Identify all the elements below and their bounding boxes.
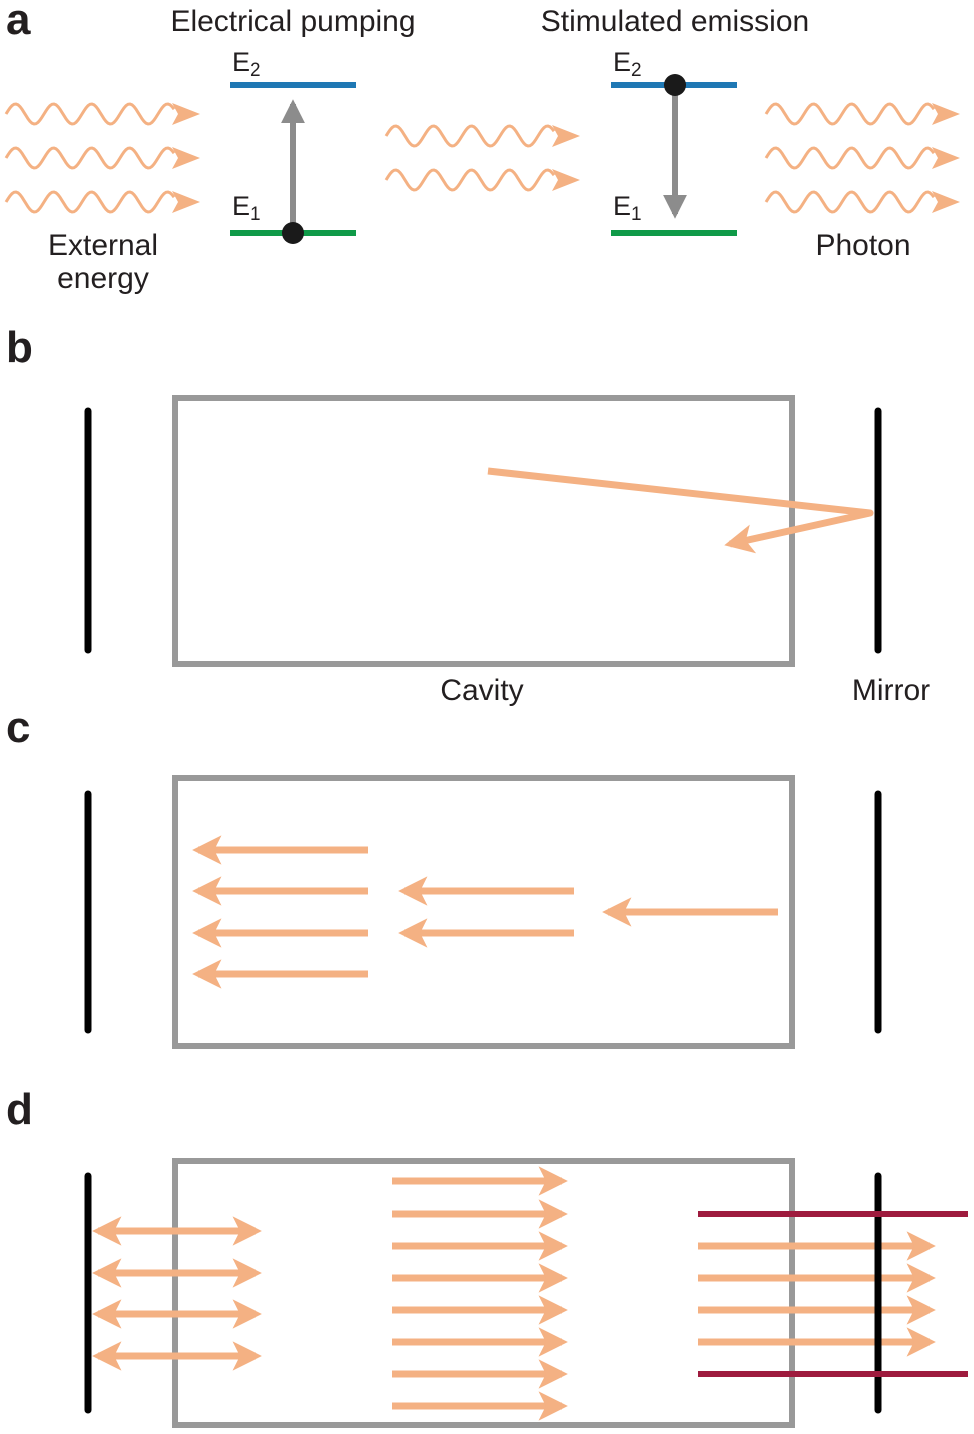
mirror-label: Mirror xyxy=(852,674,930,707)
lower-level-label-2: E1 xyxy=(613,191,642,225)
outgoing-photon-1 xyxy=(764,102,936,126)
panel-letter-d: d xyxy=(6,1085,33,1134)
reflected-photon-arrow xyxy=(487,467,874,554)
outgoing-photon-3 xyxy=(764,190,936,214)
incoming-photon-2 xyxy=(4,146,176,170)
pumping-level-diagram: E2 E1 xyxy=(230,47,356,244)
emission-level-diagram: E2 E1 xyxy=(611,47,737,236)
incoming-photon-2-head xyxy=(172,147,200,169)
outgoing-photon-1-head xyxy=(932,103,960,125)
incoming-photon-3 xyxy=(4,190,176,214)
cavity xyxy=(172,775,795,1049)
cavity-label: Cavity xyxy=(440,674,523,707)
stimulated-emission-title: Stimulated emission xyxy=(541,5,809,38)
laser-beam-arrows xyxy=(92,1166,936,1421)
intermediate-photons xyxy=(384,124,580,192)
cavity xyxy=(172,1158,795,1428)
external-energy-photons xyxy=(4,102,200,214)
middle-photon-2-head xyxy=(552,169,580,191)
outgoing-photon-2-head xyxy=(932,147,960,169)
middle-photon-1-head xyxy=(552,125,580,147)
panel-letter-a: a xyxy=(6,0,31,44)
middle-photon-1 xyxy=(384,124,556,148)
lower-level-label: E1 xyxy=(232,191,261,225)
outgoing-photon-2 xyxy=(764,146,936,170)
panel-d: d xyxy=(6,1085,968,1428)
external-energy-label-line2: energy xyxy=(57,262,149,295)
incoming-photon-3-head xyxy=(172,191,200,213)
electron-excited-state xyxy=(664,74,686,96)
emitted-photons xyxy=(764,102,960,214)
electron-ground-state xyxy=(282,222,304,244)
panel-a: a Electrical pumping Stimulated emission… xyxy=(4,0,960,295)
outgoing-photon-3-head xyxy=(932,191,960,213)
upper-level-label: E2 xyxy=(232,47,261,81)
electrical-pumping-title: Electrical pumping xyxy=(170,5,415,38)
panel-letter-c: c xyxy=(6,703,30,752)
incoming-photon-1-head xyxy=(172,103,200,125)
photon-label: Photon xyxy=(815,229,910,262)
panel-c: c xyxy=(6,703,882,1049)
cavity xyxy=(172,395,795,667)
incoming-photon-1 xyxy=(4,102,176,126)
panel-letter-b: b xyxy=(6,323,33,372)
amplifying-photon-arrows xyxy=(192,835,778,989)
panel-b: b Cavity Mirror xyxy=(6,323,930,707)
external-energy-label-line1: External xyxy=(48,229,158,262)
upper-level-label-2: E2 xyxy=(613,47,642,81)
middle-photon-2 xyxy=(384,168,556,192)
